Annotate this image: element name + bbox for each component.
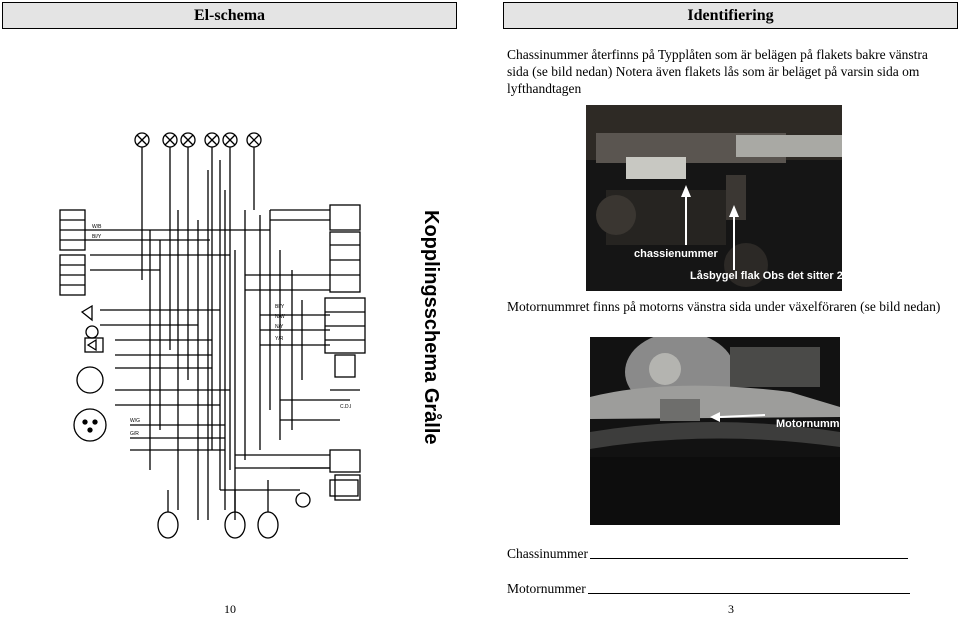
left-switch-blocks — [59, 209, 107, 442]
chassis-label: chassienummer — [634, 248, 718, 260]
chassis-plate-photo: chassienummer Låsbygel flak Obs det sitt… — [586, 105, 842, 291]
svg-text:Bl/Y: Bl/Y — [92, 234, 102, 240]
bus-lines — [141, 147, 303, 520]
svg-text:Y/R: Y/R — [275, 336, 284, 342]
wiring-diagram: W/B Bl/Y Bl/Y N/W N/Y Y/R W/G G/R C.D.I Koppl… — [59, 132, 443, 539]
motor-number-field: Motornummer — [507, 581, 910, 597]
left-page-number: 10 — [224, 602, 236, 616]
motor-number-photo: Motornummer — [590, 337, 840, 525]
motor-number-line[interactable] — [587, 592, 910, 594]
diagram-title: Kopplingsschema Grålle — [420, 210, 443, 445]
right-page-header: Identifiering — [503, 2, 958, 29]
svg-text:W/G: W/G — [130, 418, 140, 424]
motor-text: Motornummret finns på motorns vänstra si… — [507, 299, 941, 314]
svg-text:W/B: W/B — [92, 224, 102, 230]
svg-text:Bl/Y: Bl/Y — [275, 304, 285, 310]
top-lamps — [134, 132, 262, 148]
motor-field-label: Motornummer — [507, 581, 586, 596]
motor-label: Motornummer — [776, 418, 840, 430]
svg-text:C.D.I: C.D.I — [340, 404, 351, 410]
svg-text:N/W: N/W — [275, 314, 285, 320]
chassis-number-field: Chassinummer — [507, 546, 908, 562]
svg-text:G/R: G/R — [130, 431, 139, 437]
lock-label: Låsbygel flak Obs det sitter 2 st — [690, 270, 842, 282]
svg-text:N/Y: N/Y — [275, 324, 284, 330]
horizontal-wires — [85, 209, 350, 491]
left-page-header: El-schema — [2, 2, 457, 29]
chassis-number-line[interactable] — [590, 557, 908, 559]
right-page-number: 3 — [728, 602, 734, 616]
chassis-intro-text: Chassinummer återfinns på Typplåten som … — [507, 47, 928, 96]
right-switch-blocks — [324, 204, 366, 501]
bottom-lamps — [157, 467, 359, 539]
chassis-field-label: Chassinummer — [507, 546, 588, 561]
